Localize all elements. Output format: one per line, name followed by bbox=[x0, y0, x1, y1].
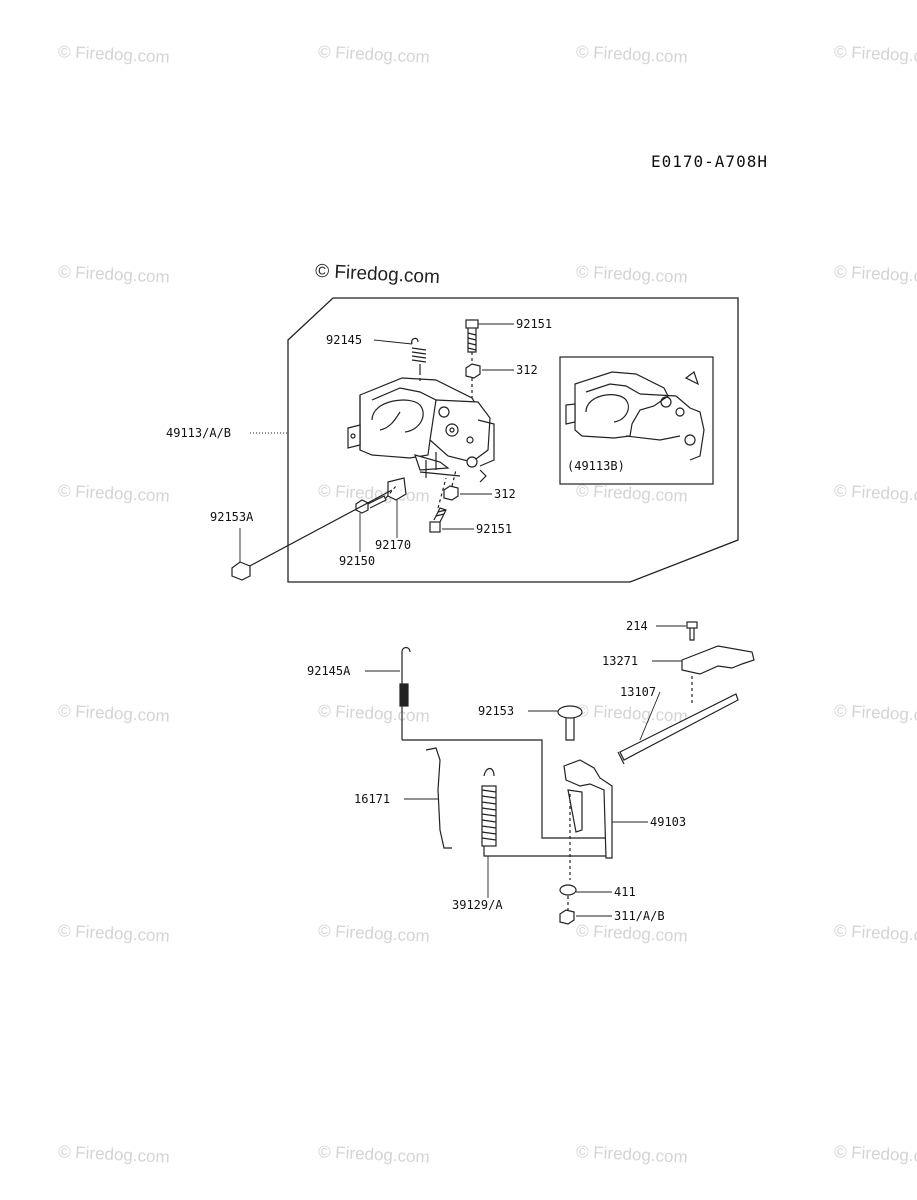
bolt-92153 bbox=[557, 705, 583, 741]
shaft-13107 bbox=[617, 693, 739, 765]
nut-311 bbox=[559, 909, 575, 925]
control-bracket bbox=[347, 377, 495, 483]
part-label-92153[interactable]: 92153 bbox=[478, 704, 515, 718]
part-label-39129[interactable]: 39129/A bbox=[452, 898, 503, 912]
plate-13271 bbox=[681, 645, 755, 675]
part-label-92151[interactable]: 92151 bbox=[476, 522, 513, 536]
inset-box bbox=[559, 356, 714, 485]
part-label-92145a[interactable]: 92145A bbox=[307, 664, 351, 678]
inset-bracket bbox=[565, 371, 705, 461]
spring-39129 bbox=[481, 767, 608, 857]
part-label-13271[interactable]: 13271 bbox=[602, 654, 639, 668]
leader-lines bbox=[239, 323, 686, 917]
part-label-312[interactable]: 312 bbox=[516, 363, 538, 377]
part-label-312[interactable]: 312 bbox=[494, 487, 516, 501]
diagram-code: E0170-A708H bbox=[651, 152, 768, 171]
spring-92145a bbox=[399, 646, 608, 839]
spring-92145 bbox=[411, 337, 427, 372]
part-label-16171[interactable]: 16171 bbox=[354, 792, 391, 806]
bolt-92151-top bbox=[465, 319, 479, 353]
nut-312-top bbox=[465, 363, 481, 379]
part-label-13107[interactable]: 13107 bbox=[620, 685, 657, 699]
part-label-92151[interactable]: 92151 bbox=[516, 317, 553, 331]
washer-411 bbox=[559, 884, 577, 896]
part-label-92153a[interactable]: 92153A bbox=[210, 510, 254, 524]
part-label-214[interactable]: 214 bbox=[626, 619, 648, 633]
assembly-guides bbox=[385, 352, 473, 509]
part-label-92170[interactable]: 92170 bbox=[375, 538, 412, 552]
nut-312-lower bbox=[443, 485, 459, 501]
clamp-92170 bbox=[387, 477, 407, 501]
bolt-92150 bbox=[355, 495, 387, 514]
part-label-49113[interactable]: 49113/A/B bbox=[166, 426, 232, 440]
part-label-311[interactable]: 311/A/B bbox=[614, 909, 665, 923]
screw-214 bbox=[686, 621, 698, 641]
lower-assembly-guides bbox=[567, 794, 571, 910]
inset-label: (49113B) bbox=[567, 459, 625, 473]
part-label-92145[interactable]: 92145 bbox=[326, 333, 363, 347]
lever-49103 bbox=[563, 759, 613, 859]
upper-assembly-frame bbox=[287, 297, 739, 583]
nut-92153a bbox=[231, 561, 251, 581]
part-label-411[interactable]: 411 bbox=[614, 885, 636, 899]
part-label-49103[interactable]: 49103 bbox=[650, 815, 687, 829]
bolt-92151-lower bbox=[429, 507, 447, 533]
cable-92153a bbox=[245, 489, 393, 569]
part-label-92150[interactable]: 92150 bbox=[339, 554, 376, 568]
rod-16171 bbox=[425, 747, 452, 849]
